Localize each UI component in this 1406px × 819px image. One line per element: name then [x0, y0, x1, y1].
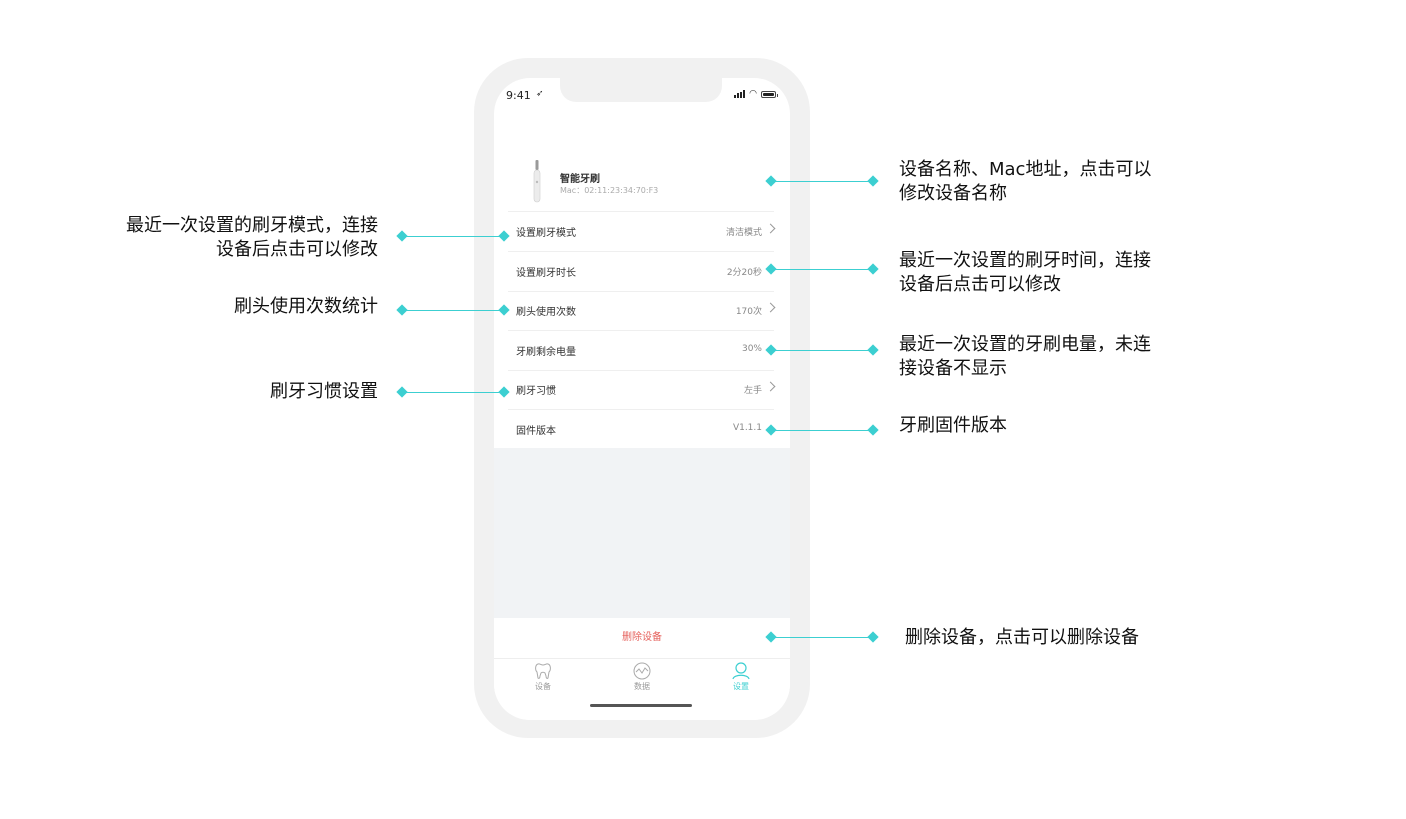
connector-line: [771, 350, 873, 351]
divider: [508, 370, 774, 371]
settings-row[interactable]: 固件版本 V1.1.1: [494, 410, 790, 449]
connector-dot: [396, 230, 408, 242]
annotation-line: 修改设备名称: [899, 183, 1007, 204]
home-indicator: [590, 704, 692, 707]
settings-row-value: V1.1.1: [732, 423, 762, 433]
settings-row[interactable]: 设置刷牙模式 清洁模式: [494, 212, 790, 251]
annotation-name: 设备名称、Mac地址，点击可以 修改设备名称: [899, 158, 1151, 206]
delete-device-button[interactable]: 删除设备: [494, 618, 790, 658]
annotation-line: 最近一次设置的刷牙时间，连接: [899, 250, 1151, 271]
connector-line: [771, 181, 873, 182]
empty-area: [494, 448, 790, 618]
divider: [508, 409, 774, 410]
connector-dot: [396, 386, 408, 398]
tab-label: 设备: [535, 682, 551, 691]
settings-row-label: 设置刷牙模式: [516, 228, 576, 239]
divider: [508, 251, 774, 252]
device-header[interactable]: 智能牙刷 Mac：02:11:23:34:70:F3: [494, 148, 790, 210]
settings-row-value: 2分20秒: [726, 268, 762, 278]
settings-row-label: 刷牙习惯: [516, 386, 556, 397]
connector-line: [771, 430, 873, 431]
connector-line: [771, 637, 873, 638]
signal-icon: [734, 90, 746, 98]
user-icon: [732, 662, 750, 680]
tab-label: 设置: [733, 682, 749, 691]
annotation-line: 最近一次设置的牙刷电量，未连: [899, 334, 1151, 355]
annotation-habit: 刷牙习惯设置: [270, 381, 378, 402]
tab-device[interactable]: 设备: [494, 659, 592, 720]
settings-row-label: 设置刷牙时长: [516, 268, 576, 279]
annotation-line: 接设备不显示: [899, 358, 1007, 379]
divider: [508, 330, 774, 331]
annotation-count: 刷头使用次数统计: [234, 296, 378, 317]
annotation-battery: 最近一次设置的牙刷电量，未连 接设备不显示: [899, 333, 1151, 381]
connector-dot: [867, 344, 879, 356]
status-time: 9:41: [506, 89, 531, 102]
annotation-delete: 删除设备，点击可以删除设备: [905, 627, 1139, 648]
device-name: 智能牙刷: [560, 174, 600, 185]
chevron-right-icon: [765, 302, 776, 313]
settings-row-label: 固件版本: [516, 426, 556, 437]
annotation-mode: 最近一次设置的刷牙模式，连接 设备后点击可以修改: [126, 214, 378, 262]
annotation-line: 最近一次设置的刷牙模式，连接: [126, 215, 378, 236]
annotation-line: 设备后点击可以修改: [899, 274, 1061, 295]
battery-icon: [761, 90, 778, 98]
notch: [560, 78, 722, 102]
connector-line: [402, 392, 504, 393]
tooth-icon: [535, 663, 551, 679]
settings-row[interactable]: 设置刷牙时长 2分20秒: [494, 252, 790, 291]
divider: [508, 211, 774, 212]
connector-dot: [867, 263, 879, 275]
settings-row-value: 170次: [735, 307, 762, 317]
connector-line: [402, 310, 504, 311]
chevron-right-icon: [765, 381, 776, 392]
connector-line: [771, 269, 873, 270]
chevron-right-icon: [765, 223, 776, 234]
connector-line: [402, 236, 504, 237]
tab-label: 数据: [634, 682, 650, 691]
settings-row-value: 30%: [741, 344, 762, 354]
location-icon: ➶: [536, 89, 544, 99]
chart-icon: [633, 662, 651, 680]
divider: [508, 291, 774, 292]
annotation-duration: 最近一次设置的刷牙时间，连接 设备后点击可以修改: [899, 249, 1151, 297]
annotation-line: 设备后点击可以修改: [216, 239, 378, 260]
phone-screen: 9:41 ➶ ◠ 智能牙刷 Mac：02:11:23:34:70:F3 设置刷牙…: [494, 78, 790, 720]
device-mac: Mac：02:11:23:34:70:F3: [560, 186, 659, 195]
connector-dot: [867, 424, 879, 436]
annotation-line: 设备名称、Mac地址，点击可以: [899, 159, 1152, 180]
tab-bar: 设备 数据 设置: [494, 658, 790, 720]
tab-settings[interactable]: 设置: [692, 659, 790, 720]
connector-dot: [867, 631, 879, 643]
settings-row-value: 清洁模式: [725, 228, 762, 238]
settings-row-value: 左手: [743, 386, 762, 396]
connector-dot: [396, 304, 408, 316]
connector-dot: [867, 175, 879, 187]
tab-data[interactable]: 数据: [593, 659, 691, 720]
settings-row[interactable]: 牙刷剩余电量 30%: [494, 331, 790, 370]
settings-row[interactable]: 刷头使用次数 170次: [494, 291, 790, 330]
toothbrush-icon: [533, 160, 541, 203]
settings-row-label: 牙刷剩余电量: [516, 347, 576, 358]
settings-row-label: 刷头使用次数: [516, 307, 576, 318]
annotation-firmware: 牙刷固件版本: [899, 415, 1007, 436]
settings-row[interactable]: 刷牙习惯 左手: [494, 370, 790, 409]
status-icons: ◠: [734, 89, 778, 99]
wifi-icon: ◠: [749, 89, 757, 99]
